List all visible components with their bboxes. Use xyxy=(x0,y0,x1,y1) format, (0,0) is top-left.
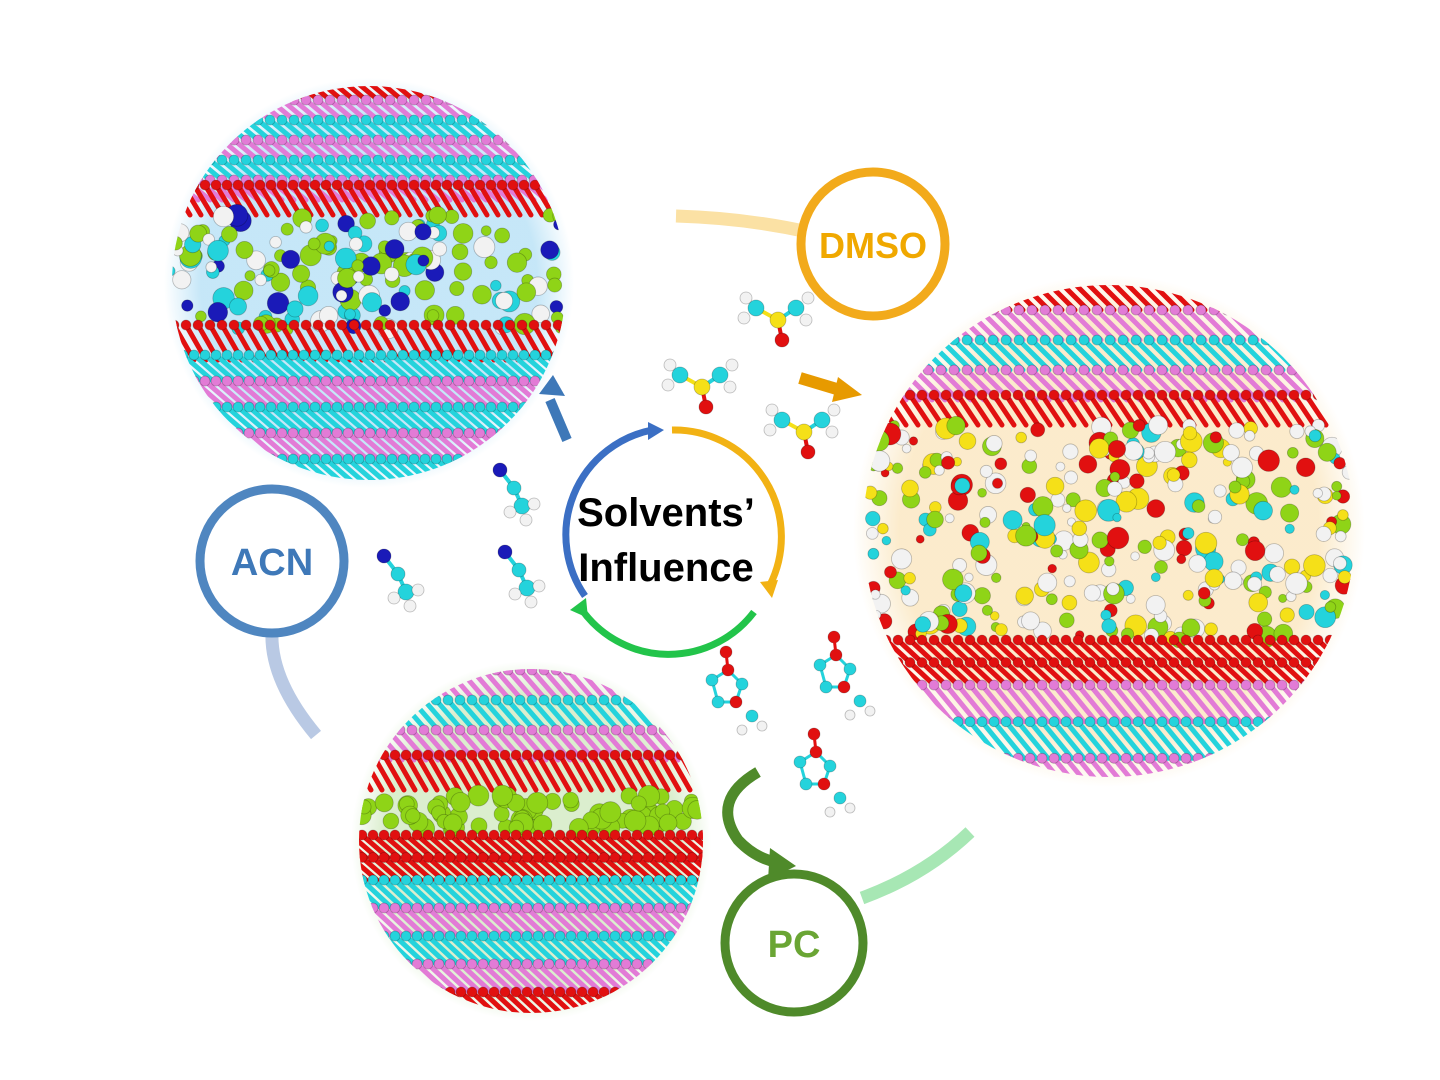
cycle-arc-green xyxy=(579,607,757,658)
pc-label: PC xyxy=(768,924,821,966)
cycle-arc-yellow xyxy=(671,426,785,587)
acn-label-ring: ACN xyxy=(195,484,349,638)
center-title-line2: Influence xyxy=(578,546,754,590)
cycle-arc-blue xyxy=(562,426,653,598)
dmso-label: DMSO xyxy=(819,225,927,266)
acn-interlayer-bubble xyxy=(164,78,574,488)
free-solvent-molecules xyxy=(376,291,876,818)
center-cycle: Solvents’ Influence xyxy=(562,422,785,658)
dmso-interlayer-bubble xyxy=(853,275,1365,787)
dmso-right-arrow xyxy=(798,372,862,402)
acn-up-arrow xyxy=(539,375,572,442)
acn-connector xyxy=(265,631,321,740)
pc-connector xyxy=(859,827,975,905)
pc-curved-arrow xyxy=(722,767,796,880)
acn-label: ACN xyxy=(231,542,313,584)
dmso-connector xyxy=(675,209,810,239)
dmso-label-ring: DMSO xyxy=(796,167,950,321)
pc-interlayer-bubble xyxy=(351,661,711,1021)
pc-label-ring: PC xyxy=(720,869,868,1017)
center-title-line1: Solvents’ xyxy=(577,491,755,535)
